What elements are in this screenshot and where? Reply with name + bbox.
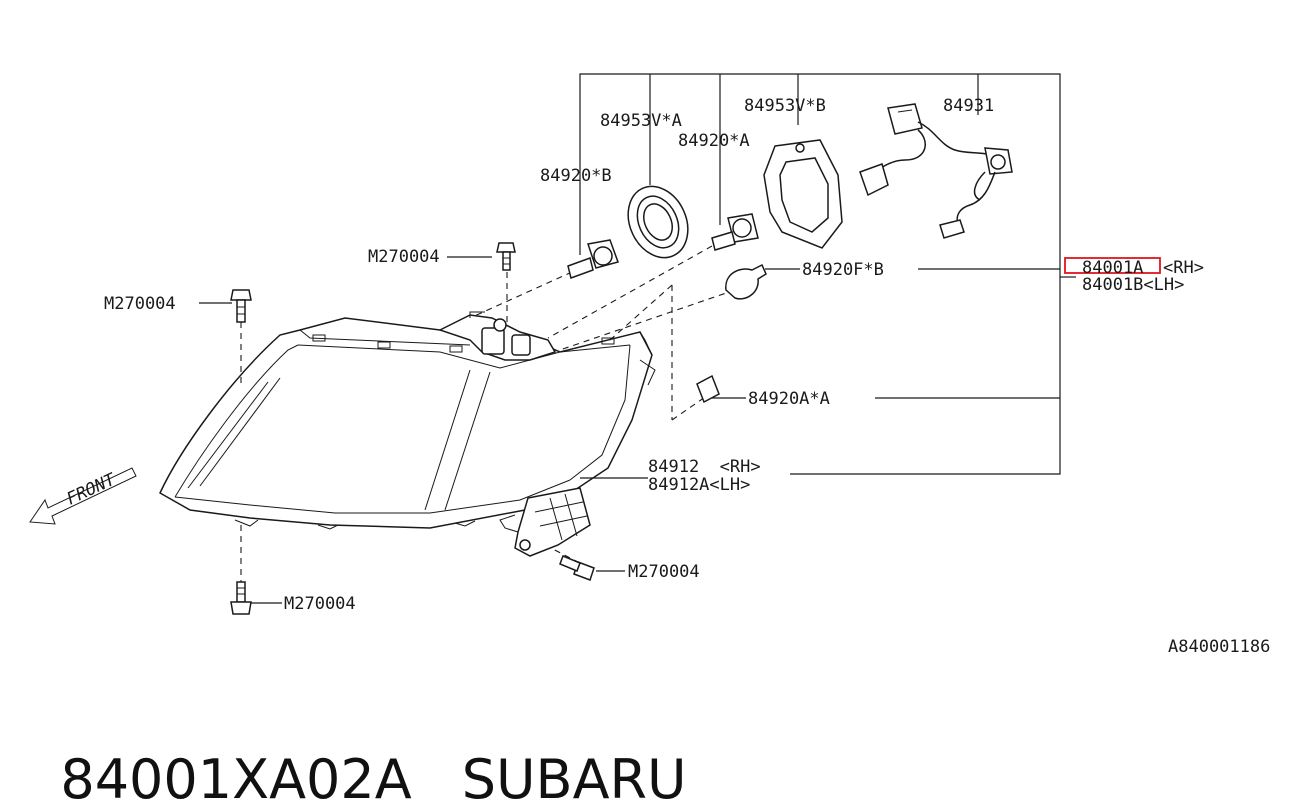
bolt-bottom-right bbox=[559, 555, 595, 581]
bulb-84920-a bbox=[711, 213, 759, 251]
assembly-dashes bbox=[240, 245, 736, 582]
label-84931[interactable]: 84931 bbox=[943, 96, 994, 116]
label-84001a-side: <RH> bbox=[1163, 258, 1204, 278]
bulb-84920f-b bbox=[725, 263, 767, 300]
harness-84931 bbox=[859, 103, 1013, 239]
lower-bracket bbox=[499, 487, 591, 557]
front-label: FRONT bbox=[64, 469, 120, 509]
label-84953v-a[interactable]: 84953V*A bbox=[600, 111, 682, 131]
diagram-code: A840001186 bbox=[1168, 637, 1270, 657]
footer-part-number: 84001XA02A bbox=[60, 748, 412, 811]
label-84920-a[interactable]: 84920*A bbox=[678, 131, 750, 151]
footer-brand: SUBARU bbox=[461, 748, 687, 811]
footer: 84001XA02A SUBARU bbox=[26, 684, 687, 812]
bulb-84920a-a bbox=[696, 374, 720, 404]
label-84001b[interactable]: 84001B<LH> bbox=[1082, 275, 1184, 295]
label-84920f-b[interactable]: 84920F*B bbox=[802, 260, 884, 280]
parts-diagram: FRONT M270004 M270004 M270004 M270004 84… bbox=[29, 73, 1270, 657]
bulb-84920-b bbox=[567, 239, 619, 279]
bolt-top bbox=[496, 242, 516, 271]
label-m270004-top[interactable]: M270004 bbox=[368, 247, 440, 267]
label-m270004-bottom-left[interactable]: M270004 bbox=[284, 594, 356, 614]
label-84912[interactable]: 84912 <RH> bbox=[648, 457, 761, 477]
highlight-box bbox=[1064, 257, 1161, 274]
label-84912a[interactable]: 84912A<LH> bbox=[648, 475, 750, 495]
callout-frame bbox=[199, 73, 1076, 604]
label-84953v-b[interactable]: 84953V*B bbox=[744, 96, 826, 116]
seal-84953v-a bbox=[627, 185, 689, 259]
bolt-bottom-left bbox=[230, 581, 252, 615]
label-m270004-left[interactable]: M270004 bbox=[104, 294, 176, 314]
front-direction-arrow: FRONT bbox=[29, 467, 137, 525]
label-m270004-bottom-right[interactable]: M270004 bbox=[628, 562, 700, 582]
label-84001a[interactable]: 84001A bbox=[1082, 258, 1143, 278]
bolt-left bbox=[230, 289, 252, 323]
label-84920a-a[interactable]: 84920A*A bbox=[748, 389, 830, 409]
label-84920-b[interactable]: 84920*B bbox=[540, 166, 612, 186]
cover-84953v-b bbox=[763, 139, 843, 249]
